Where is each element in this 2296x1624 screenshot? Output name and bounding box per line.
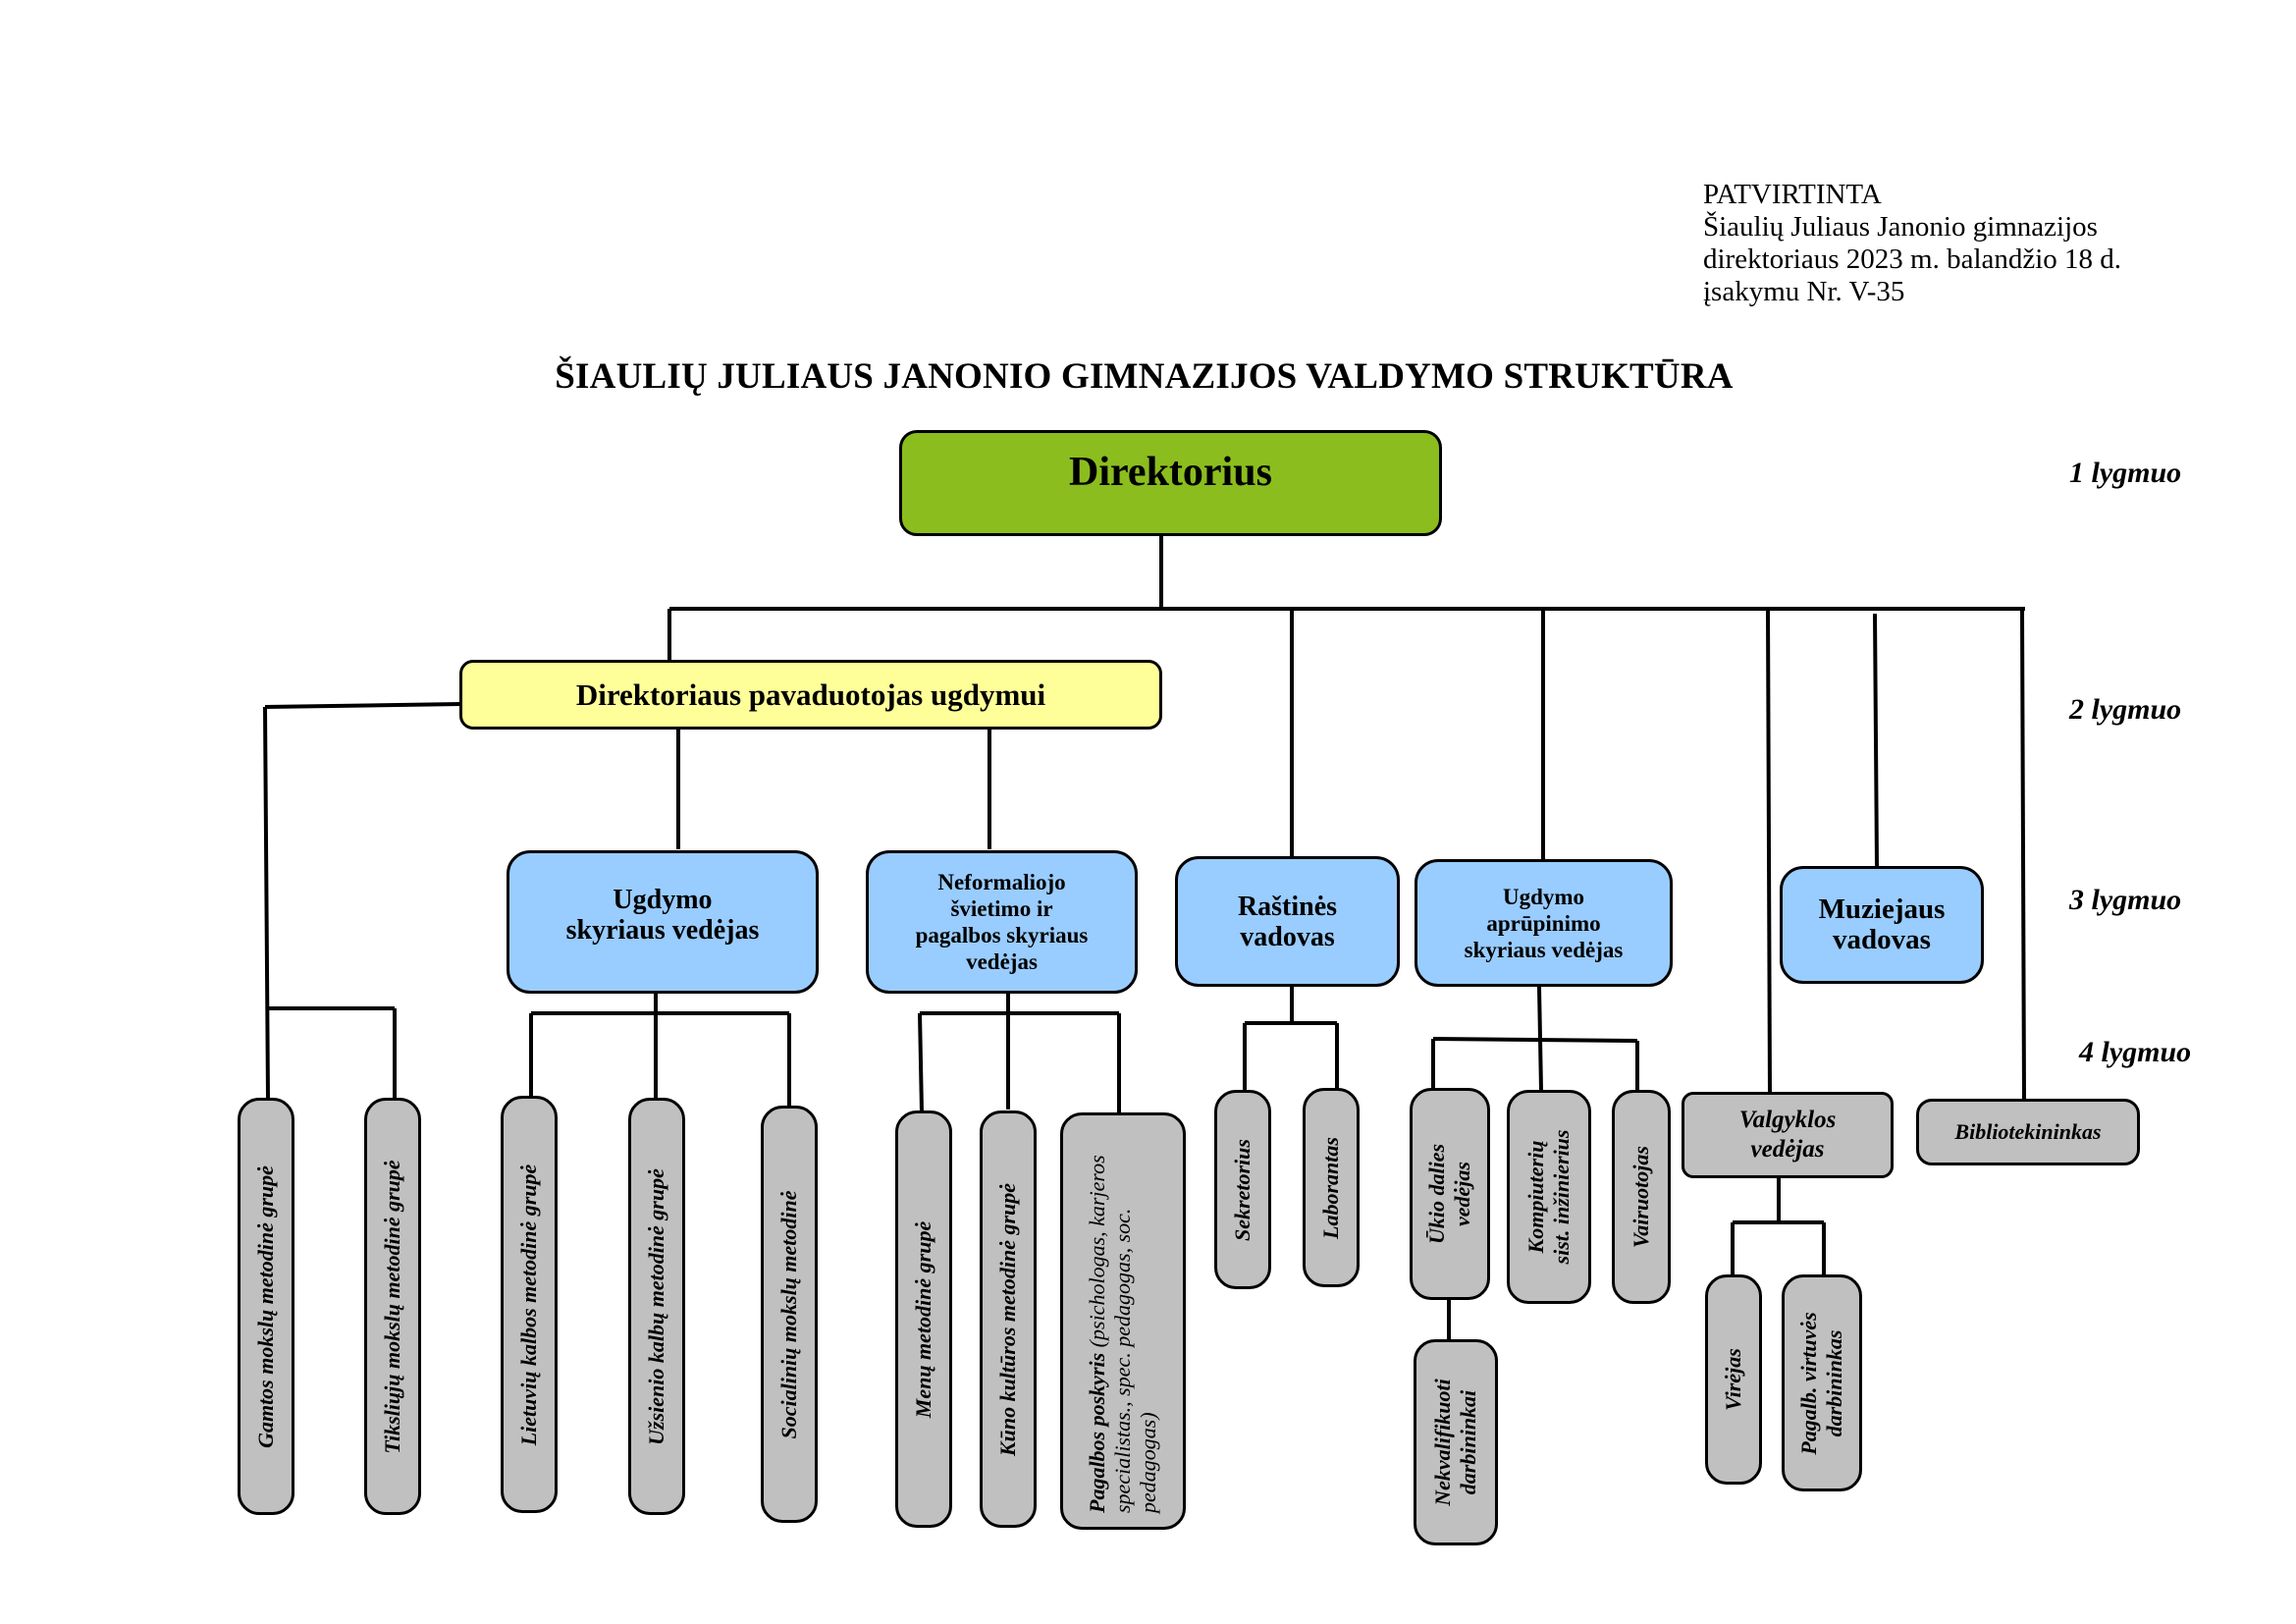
- canteen-manager-line-1: Valgyklos: [1738, 1107, 1837, 1133]
- driver-label: Vairuotojas: [1629, 1146, 1653, 1248]
- arts-label: Menų metodinė grupė: [911, 1220, 935, 1418]
- approval-line-3: direktoriaus 2023 m. balandžio 18 d.: [1703, 244, 2122, 275]
- museum-head-line-2: vadovas: [1833, 924, 1931, 955]
- office-head-line-2: vadovas: [1240, 921, 1335, 952]
- level-label-4: 4 lygmuo: [2079, 1036, 2192, 1068]
- unskilled-workers-line-2: darbininkai: [1456, 1389, 1480, 1495]
- natural-sciences-group: Gamtos mokslų metodinė grupė: [238, 1098, 294, 1515]
- foreign-languages-label: Užsienio kalbų metodinė grupė: [644, 1167, 668, 1445]
- director-box: Direktorius: [899, 430, 1442, 536]
- canteen-manager-line-2: vedėjas: [1750, 1136, 1825, 1163]
- approval-line-4: įsakymu Nr. V-35: [1703, 276, 1905, 307]
- it-engineer-line-1: Kompiuterių: [1523, 1140, 1548, 1254]
- education-head-line-1: Ugdymo: [613, 885, 713, 915]
- lab-technician: Laborantas: [1303, 1088, 1360, 1287]
- supply-head-line-1: Ugdymo: [1502, 884, 1585, 909]
- it-engineer-label: Kompiuterių sist. inžinierius: [1523, 1130, 1575, 1265]
- page-title: ŠIAULIŲ JULIAUS JANONIO GIMNAZIJOS VALDY…: [555, 356, 1734, 397]
- education-head-box: Ugdymo skyriaus vedėjas: [507, 850, 819, 994]
- it-engineer-line-2: sist. inžinierius: [1549, 1129, 1574, 1265]
- social-sciences-label: Socialinių mokslų metodinė: [776, 1189, 801, 1439]
- unskilled-workers: Nekvalifikuoti darbininkai: [1414, 1339, 1498, 1545]
- office-head-line-1: Raštinės: [1237, 891, 1338, 922]
- informal-edu-line-4: vedėjas: [966, 949, 1038, 974]
- physical-education-group: Kūno kultūros metodinė grupė: [980, 1110, 1037, 1528]
- office-head-box: Raštinės vadovas: [1175, 856, 1400, 987]
- approval-note: PATVIRTINTA Šiaulių Juliaus Janonio gimn…: [1703, 179, 2121, 308]
- facilities-manager: Ūkio dalies vedėjas: [1410, 1088, 1490, 1300]
- kitchen-assistant-label: Pagalb. virtuvės darbininkas: [1796, 1312, 1847, 1454]
- informal-edu-head-box: Neformaliojo švietimo ir pagalbos skyria…: [866, 850, 1138, 994]
- approval-line-2: Šiaulių Juliaus Janonio gimnazijos: [1703, 211, 2098, 243]
- support-subdivision-label: Pagalbos poskyris (psichologas, karjeros…: [1085, 1130, 1161, 1513]
- supply-head-box: Ugdymo aprūpinimo skyriaus vedėjas: [1415, 859, 1673, 987]
- museum-head-line-1: Muziejaus: [1818, 893, 1946, 925]
- it-engineer: Kompiuterių sist. inžinierius: [1507, 1090, 1591, 1304]
- deputy-box: Direktoriaus pavaduotojas ugdymui: [459, 660, 1162, 730]
- facilities-manager-line-2: vedėjas: [1450, 1162, 1474, 1226]
- secretary-label: Sekretorius: [1230, 1138, 1255, 1241]
- director-label: Direktorius: [1069, 450, 1272, 495]
- facilities-manager-label: Ūkio dalies vedėjas: [1424, 1144, 1475, 1244]
- level-label-1: 1 lygmuo: [2069, 457, 2182, 489]
- level-label-2: 2 lygmuo: [2069, 693, 2182, 726]
- unskilled-workers-label: Nekvalifikuoti darbininkai: [1430, 1379, 1481, 1506]
- cook-label: Virėjas: [1721, 1348, 1745, 1411]
- informal-edu-line-2: švietimo ir: [950, 896, 1053, 921]
- kitchen-assistant-line-2: darbininkas: [1822, 1329, 1846, 1436]
- exact-sciences-group: Tiksliųjų mokslų metodinė grupė: [364, 1098, 421, 1515]
- level-label-3: 3 lygmuo: [2069, 884, 2182, 916]
- informal-edu-line-3: pagalbos skyriaus: [915, 923, 1089, 947]
- informal-edu-line-1: Neformaliojo: [937, 870, 1066, 894]
- approval-line-1: PATVIRTINTA: [1703, 179, 1882, 210]
- secretary: Sekretorius: [1214, 1090, 1271, 1289]
- canteen-manager: Valgyklos vedėjas: [1682, 1092, 1894, 1178]
- unskilled-workers-line-1: Nekvalifikuoti: [1430, 1379, 1455, 1506]
- deputy-label: Direktoriaus pavaduotojas ugdymui: [575, 677, 1046, 712]
- lithuanian-label: Lietuvių kalbos metodinė grupė: [516, 1164, 541, 1445]
- supply-head-line-2: aprūpinimo: [1486, 910, 1601, 936]
- supply-head-line-3: skyriaus vedėjas: [1464, 937, 1624, 962]
- librarian: Bibliotekininkas: [1916, 1099, 2140, 1165]
- physical-education-label: Kūno kultūros metodinė grupė: [995, 1182, 1020, 1456]
- lithuanian-group: Lietuvių kalbos metodinė grupė: [501, 1096, 558, 1513]
- support-subdivision: Pagalbos poskyris (psichologas, karjeros…: [1060, 1112, 1186, 1530]
- museum-head-box: Muziejaus vadovas: [1780, 866, 1984, 984]
- cook: Virėjas: [1705, 1274, 1762, 1485]
- exact-sciences-label: Tiksliųjų mokslų metodinė grupė: [380, 1159, 404, 1454]
- kitchen-assistant: Pagalb. virtuvės darbininkas: [1782, 1274, 1862, 1491]
- kitchen-assistant-line-1: Pagalb. virtuvės: [1796, 1311, 1821, 1455]
- natural-sciences-label: Gamtos mokslų metodinė grupė: [253, 1164, 278, 1448]
- support-subdivision-title: Pagalbos poskyris: [1085, 1352, 1109, 1513]
- social-sciences-group: Socialinių mokslų metodinė: [761, 1106, 818, 1523]
- driver: Vairuotojas: [1612, 1090, 1671, 1304]
- foreign-languages-group: Užsienio kalbų metodinė grupė: [628, 1098, 685, 1515]
- education-head-line-2: skyriaus vedėjas: [565, 915, 760, 946]
- arts-group: Menų metodinė grupė: [895, 1110, 952, 1528]
- lab-technician-label: Laborantas: [1318, 1136, 1343, 1239]
- facilities-manager-line-1: Ūkio dalies: [1424, 1143, 1449, 1245]
- librarian-label: Bibliotekininkas: [1954, 1119, 2102, 1144]
